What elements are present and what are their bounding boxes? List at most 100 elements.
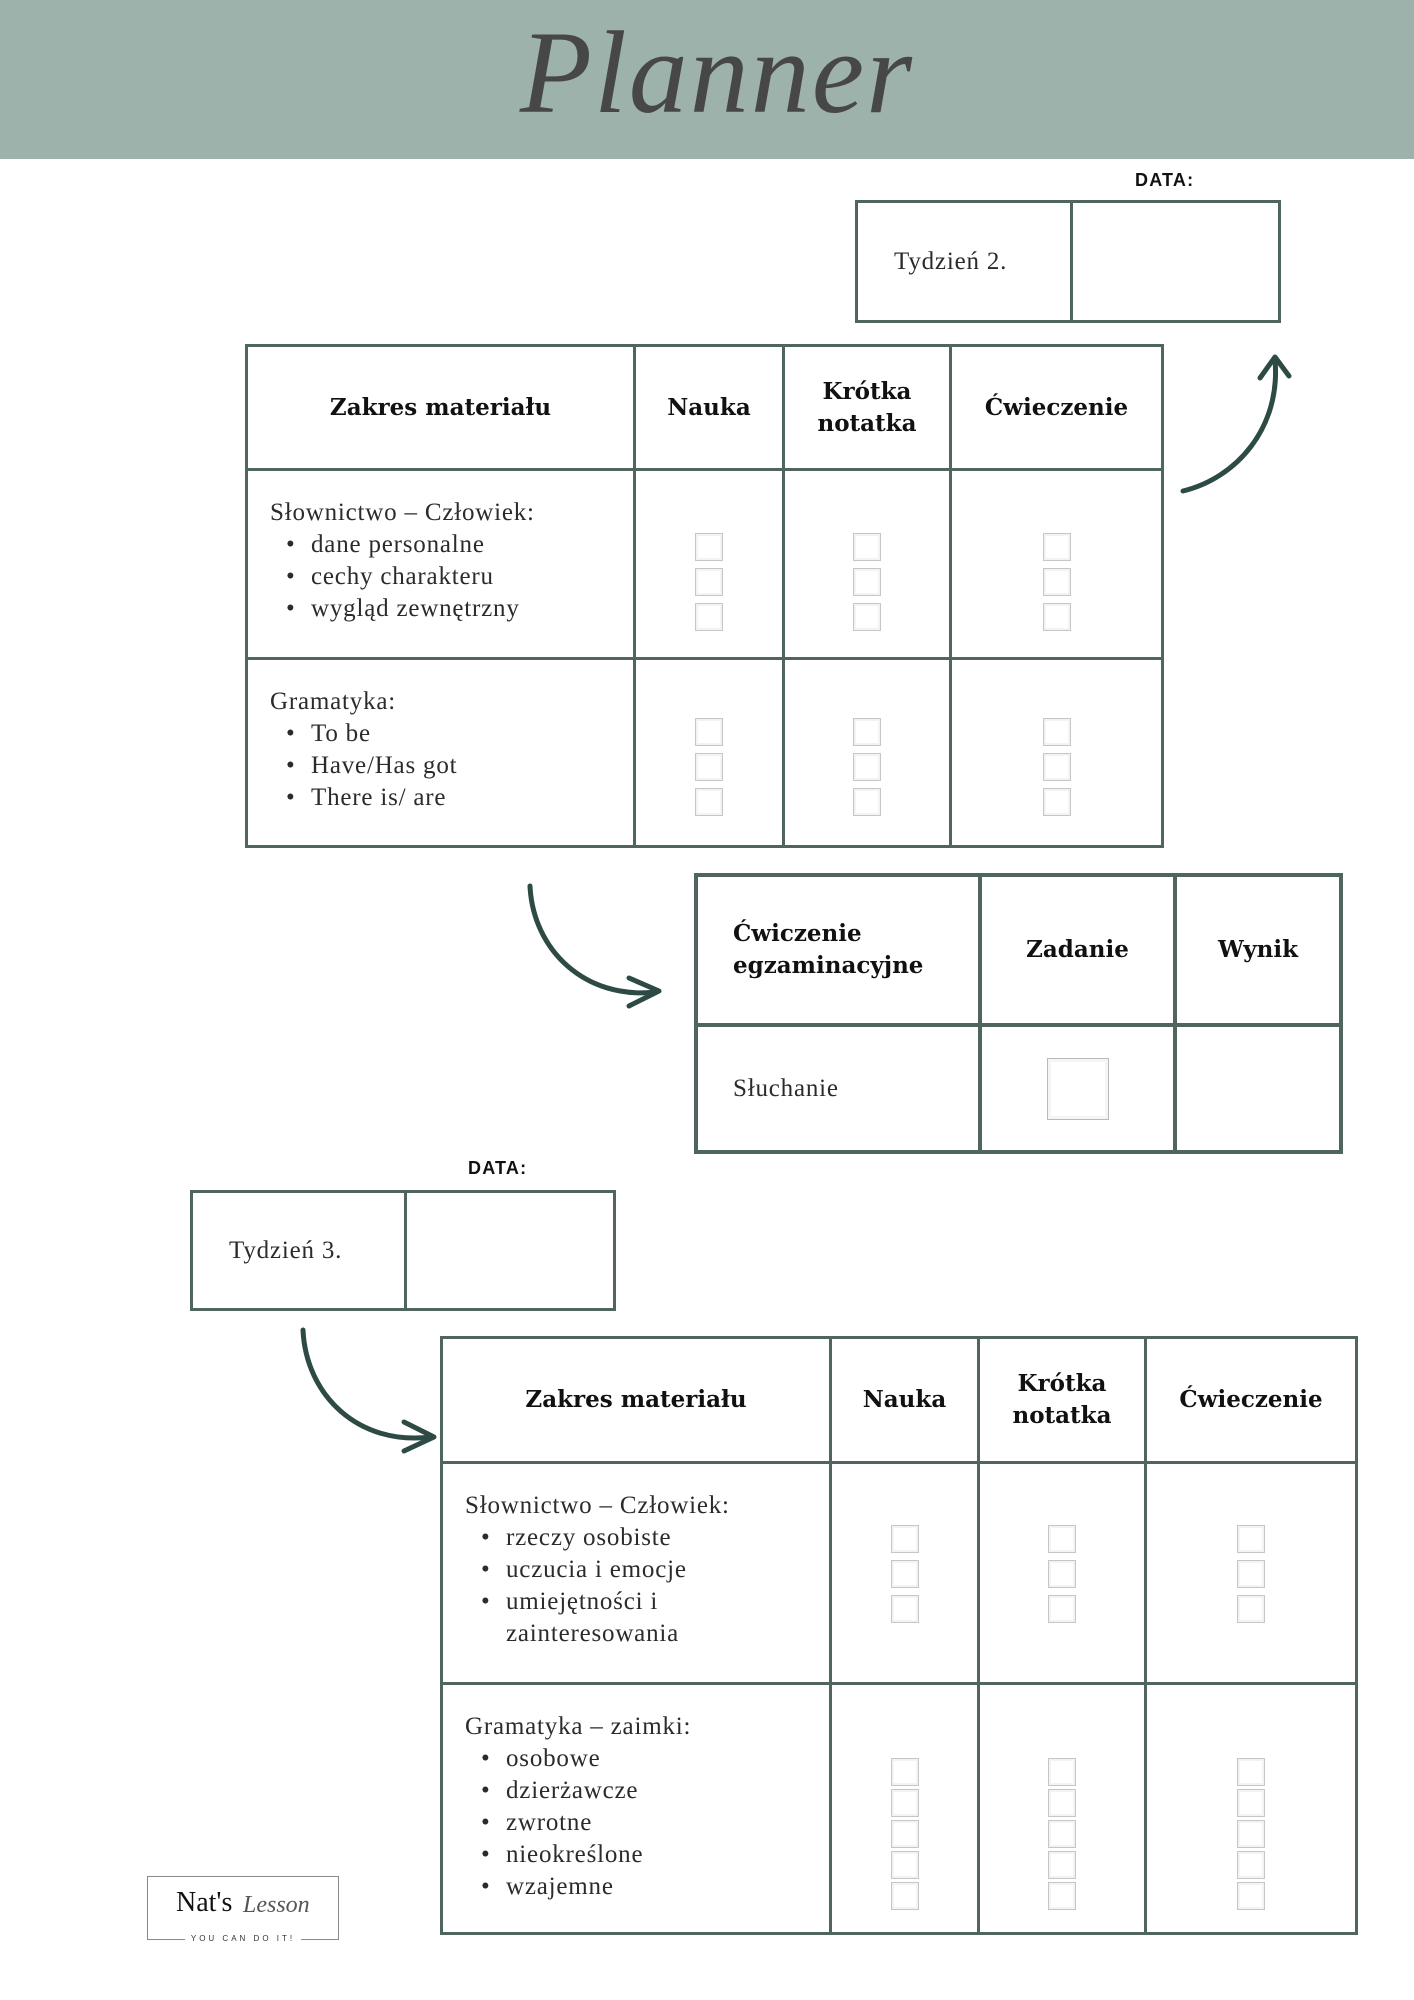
topic-list: To be Have/Has got There is/ are	[270, 718, 623, 814]
week-label: Tydzień 3.	[229, 1236, 343, 1264]
topic-item: nieokreślone	[465, 1839, 819, 1871]
study-checkbox[interactable]	[695, 603, 723, 631]
exercise-check-cell	[952, 471, 1161, 657]
curved-arrow-icon	[527, 883, 662, 1009]
note-checkbox[interactable]	[1048, 1882, 1076, 1910]
exercise-checkbox[interactable]	[1237, 1789, 1265, 1817]
study-checkbox[interactable]	[890, 1820, 919, 1848]
header-band	[0, 0, 1414, 159]
arrow-line	[300, 1327, 434, 1441]
study-table-week-3: Zakres materiału Nauka Krótka notatka Ćw…	[440, 1336, 1358, 1935]
topic-title: Gramatyka:	[270, 688, 397, 715]
study-checkbox[interactable]	[695, 533, 723, 561]
topic-cell: Gramatyka: To be Have/Has got There is/ …	[248, 660, 633, 845]
exercise-check-cell	[1147, 1685, 1355, 1932]
note-checkbox[interactable]	[1048, 1595, 1076, 1623]
study-checkbox[interactable]	[890, 1560, 919, 1588]
note-checkbox[interactable]	[853, 568, 881, 596]
study-checkbox[interactable]	[890, 1525, 919, 1553]
brand-logo: Nat's Lesson YOU CAN DO IT!	[147, 1876, 339, 1943]
study-check-cell	[636, 471, 782, 657]
topic-item: osobowe	[465, 1743, 819, 1775]
note-checkbox[interactable]	[1048, 1560, 1076, 1588]
study-checkbox[interactable]	[890, 1758, 919, 1786]
topic-item: cechy charakteru	[270, 561, 623, 593]
exercise-checkbox[interactable]	[1237, 1758, 1265, 1786]
exercise-checkbox[interactable]	[1237, 1595, 1265, 1623]
note-checkbox[interactable]	[1048, 1525, 1076, 1553]
study-checkbox[interactable]	[890, 1595, 919, 1623]
exam-exercise-table: Ćwiczenie egzaminacyjne Zadanie Wynik Sł…	[694, 873, 1343, 1154]
topic-cell: Słownictwo – Człowiek: dane personalne c…	[248, 471, 633, 657]
topic-title: Słownictwo – Człowiek:	[270, 499, 535, 526]
exercise-checkbox[interactable]	[1237, 1882, 1265, 1910]
date-field[interactable]	[407, 1193, 613, 1308]
exercise-checkbox[interactable]	[1042, 788, 1071, 816]
note-checkbox[interactable]	[1048, 1851, 1076, 1879]
exercise-checkbox[interactable]	[1237, 1820, 1265, 1848]
week-label-cell: Tydzień 3.	[193, 1193, 404, 1308]
arrow-line	[1180, 357, 1279, 494]
topic-item: dane personalne	[270, 529, 623, 561]
column-header-exam-exercise: Ćwiczenie egzaminacyjne	[698, 877, 978, 1023]
topic-item: uczucia i emocje	[465, 1554, 819, 1586]
exercise-checkbox[interactable]	[1042, 718, 1071, 746]
topic-item: rzeczy osobiste	[465, 1522, 819, 1554]
week-label: Tydzień 2.	[894, 247, 1008, 275]
curved-arrow-icon	[1180, 354, 1292, 494]
topic-list: rzeczy osobiste uczucia i emocje umiejęt…	[465, 1522, 819, 1650]
column-header-note: Krótka notatka	[980, 1339, 1144, 1461]
note-check-cell	[980, 1685, 1144, 1932]
note-checkbox[interactable]	[853, 753, 881, 781]
note-checkbox[interactable]	[1048, 1820, 1076, 1848]
logo-tagline: YOU CAN DO IT!	[184, 1934, 302, 1943]
study-checkbox[interactable]	[890, 1789, 919, 1817]
exam-task-cell: Słuchanie	[698, 1027, 978, 1150]
topic-item: zwrotne	[465, 1807, 819, 1839]
exercise-checkbox[interactable]	[1237, 1851, 1265, 1879]
column-header-exercise: Ćwieczenie	[1147, 1339, 1355, 1461]
note-checkbox[interactable]	[1048, 1789, 1076, 1817]
date-field[interactable]	[1073, 203, 1278, 320]
study-checkbox[interactable]	[695, 753, 723, 781]
study-checkbox[interactable]	[890, 1851, 919, 1879]
topic-list: osobowe dzierżawcze zwrotne nieokreślone…	[465, 1743, 819, 1903]
column-header-result: Wynik	[1177, 877, 1339, 1023]
study-checkbox[interactable]	[695, 788, 723, 816]
arrow-head	[1257, 354, 1292, 381]
study-checkbox[interactable]	[890, 1882, 919, 1910]
study-table-week-2: Zakres materiału Nauka Krótka notatka Ćw…	[245, 344, 1164, 848]
note-checkbox[interactable]	[853, 788, 881, 816]
exercise-checkbox[interactable]	[1042, 568, 1071, 596]
task-check-cell	[982, 1027, 1173, 1150]
exercise-checkbox[interactable]	[1042, 753, 1071, 781]
exercise-checkbox[interactable]	[1042, 603, 1071, 631]
week-label-cell: Tydzień 2.	[858, 203, 1070, 320]
note-checkbox[interactable]	[853, 533, 881, 561]
logo-name: Nat's	[176, 1887, 233, 1918]
note-checkbox[interactable]	[853, 603, 881, 631]
study-checkbox[interactable]	[695, 568, 723, 596]
date-label: DATA:	[1135, 170, 1195, 190]
column-header-study: Nauka	[636, 347, 782, 468]
exercise-checkbox[interactable]	[1237, 1525, 1265, 1553]
topic-item: wygląd zewnętrzny	[270, 593, 623, 625]
note-checkbox[interactable]	[1048, 1758, 1076, 1786]
study-check-cell	[636, 660, 782, 845]
arrow-line	[527, 883, 659, 996]
topic-cell: Słownictwo – Człowiek: rzeczy osobiste u…	[443, 1464, 829, 1682]
column-header-scope: Zakres materiału	[443, 1339, 829, 1461]
note-check-cell	[980, 1464, 1144, 1682]
study-checkbox[interactable]	[695, 718, 723, 746]
task-checkbox[interactable]	[1046, 1057, 1109, 1120]
topic-title: Słownictwo – Człowiek:	[465, 1492, 730, 1519]
note-checkbox[interactable]	[853, 718, 881, 746]
result-field[interactable]	[1177, 1027, 1339, 1150]
exercise-checkbox[interactable]	[1237, 1560, 1265, 1588]
topic-item: wzajemne	[465, 1871, 819, 1903]
week-2-box: Tydzień 2.	[855, 200, 1281, 323]
column-header-note: Krótka notatka	[785, 347, 949, 468]
exercise-check-cell	[1147, 1464, 1355, 1682]
logo-script: Lesson	[243, 1892, 310, 1918]
exercise-checkbox[interactable]	[1042, 533, 1071, 561]
